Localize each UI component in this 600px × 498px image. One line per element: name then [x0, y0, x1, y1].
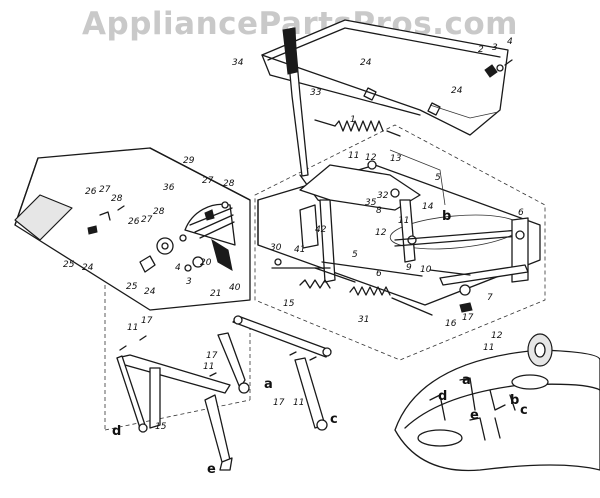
callout-40: 40: [229, 283, 241, 293]
callout-11-deck: 11: [483, 343, 494, 353]
callout-28-mid: 28: [153, 207, 165, 217]
callout-42: 42: [315, 225, 327, 235]
letter-a-center: a: [264, 377, 273, 392]
callout-17-right: 17: [462, 313, 474, 323]
callout-16: 16: [445, 319, 457, 329]
callout-30: 30: [270, 243, 282, 253]
callout-6-mid: 6: [376, 269, 382, 279]
callout-27-right: 27: [202, 176, 214, 186]
callout-3: 3: [492, 43, 498, 53]
letter-b-top: b: [442, 209, 451, 224]
letter-d-left: d: [112, 424, 121, 439]
callout-1: 1: [350, 115, 356, 125]
callout-21: 21: [210, 289, 221, 299]
callout-15-mid: 15: [283, 299, 295, 309]
letter-c-deck: c: [520, 403, 528, 418]
callout-labels: 34 33 24 24 2 3 4 1 11 12 13 5 32 14 35 …: [63, 37, 524, 432]
letter-a-deck: a: [462, 373, 471, 388]
callout-14: 14: [422, 202, 434, 212]
callout-11-c: 11: [293, 398, 304, 408]
callout-27-mid: 27: [141, 215, 153, 225]
callout-7: 7: [487, 293, 493, 303]
mower-deck: [394, 333, 600, 472]
callout-31: 31: [358, 315, 369, 325]
callout-24-mid: 24: [144, 287, 156, 297]
cross-rod: [394, 217, 529, 313]
callout-4: 4: [507, 37, 513, 47]
lower-frame: [257, 149, 541, 306]
callout-11-mid: 11: [398, 216, 409, 226]
lift-arm-left: [116, 354, 231, 433]
callout-6-right: 6: [518, 208, 524, 218]
callout-12-deck: 12: [491, 331, 503, 341]
callout-17-c: 17: [273, 398, 285, 408]
letter-references: b a c d e a d b c e: [112, 209, 528, 477]
callout-24-right: 24: [451, 86, 463, 96]
callout-15-left: 15: [155, 422, 167, 432]
callout-11-left: 11: [127, 323, 138, 333]
callout-13: 13: [390, 154, 402, 164]
callout-34: 34: [232, 58, 244, 68]
callout-4-left: 4: [175, 263, 181, 273]
callout-12-mid: 12: [375, 228, 387, 238]
letter-e-bottom: e: [207, 462, 216, 477]
arm-c: [294, 357, 328, 431]
callout-17-left: 17: [141, 316, 153, 326]
watermark: AppliancePartsPros.com: [82, 6, 518, 42]
callout-24-left: 24: [82, 263, 94, 273]
callout-36: 36: [163, 183, 175, 193]
callout-8: 8: [376, 206, 382, 216]
callout-26-mid: 26: [128, 217, 140, 227]
callout-11-top: 11: [348, 151, 359, 161]
letter-b-deck: b: [510, 393, 519, 408]
callout-28-left: 28: [111, 194, 123, 204]
callout-33: 33: [310, 88, 322, 98]
fasteners: [87, 59, 513, 377]
callout-24-top: 24: [360, 58, 372, 68]
callout-35: 35: [365, 198, 377, 208]
callout-9: 9: [406, 263, 412, 273]
callout-20: 20: [200, 258, 212, 268]
callout-3-left: 3: [186, 277, 192, 287]
callout-26-left: 26: [85, 187, 97, 197]
link-bar-15: [232, 315, 332, 358]
callout-2: 2: [478, 45, 484, 55]
callout-29: 29: [183, 156, 195, 166]
callout-17-arm: 17: [206, 351, 218, 361]
letter-e-deck: e: [470, 408, 479, 423]
callout-11-arm: 11: [203, 362, 214, 372]
spring-1: [314, 119, 401, 137]
callout-5-mid: 5: [352, 250, 358, 260]
letter-d-deck: d: [438, 389, 447, 404]
callout-27-left: 27: [99, 185, 111, 195]
callout-32: 32: [377, 191, 389, 201]
callout-10: 10: [420, 265, 432, 275]
pivot-bracket: [299, 160, 421, 283]
callout-25-left: 25: [63, 260, 75, 270]
callout-41: 41: [294, 245, 305, 255]
arm-a: [204, 332, 250, 471]
letter-c-center: c: [330, 412, 338, 427]
lower-rods: [271, 258, 433, 316]
callout-28-right: 28: [223, 179, 235, 189]
gear-quadrant: [139, 203, 236, 273]
callout-5-top: 5: [435, 173, 441, 183]
callout-25-mid: 25: [126, 282, 138, 292]
callout-12-top: 12: [365, 153, 377, 163]
